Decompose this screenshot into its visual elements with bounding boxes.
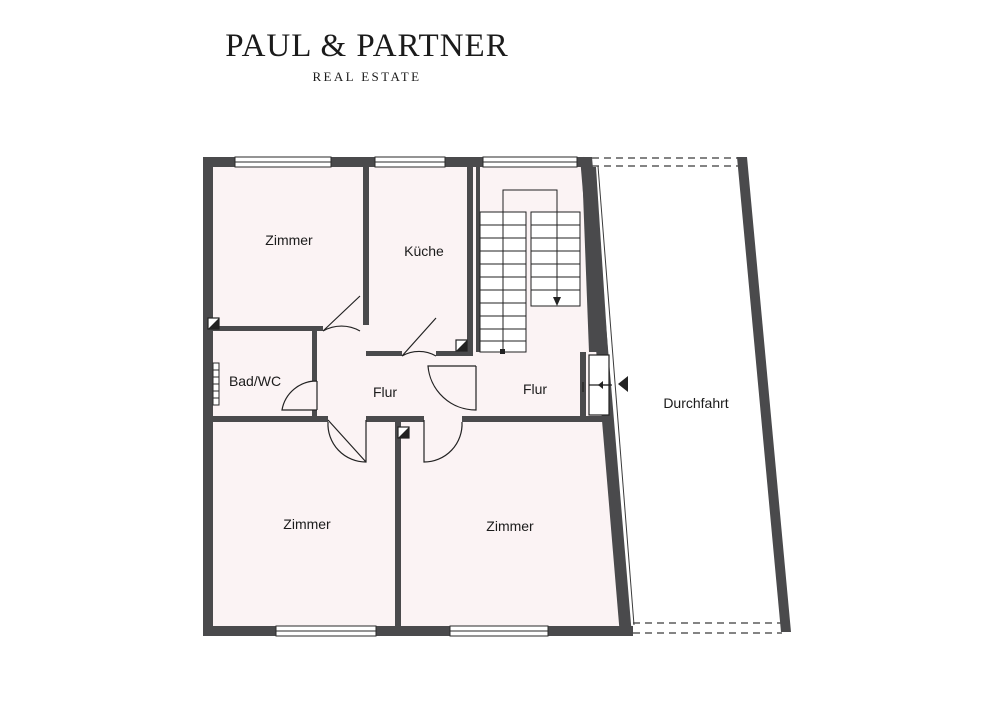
brand-name: PAUL & PARTNER [225, 28, 508, 64]
room-label-flur-left: Flur [373, 384, 397, 400]
room-label-zimmer-bottom-right: Zimmer [486, 518, 534, 534]
door-bad [281, 380, 318, 411]
wall-bad-flur-low [312, 410, 317, 416]
shaft-icon [455, 339, 468, 352]
wall-bad-flur [312, 331, 317, 381]
entrance-small-arrow-icon [598, 381, 603, 389]
room-label-durchfahrt: Durchfahrt [663, 395, 728, 411]
door-zimmer-bottom-left [327, 419, 367, 463]
door-zimmer-top-left [322, 295, 361, 332]
wall-flur-bottom-c [462, 416, 604, 422]
room-label-zimmer-top-left: Zimmer [265, 232, 313, 248]
staircase [479, 189, 581, 354]
wall-zimmer-bad [213, 326, 323, 331]
entrance-arrow-icon [618, 376, 628, 392]
wall-zimmer-kueche [363, 167, 369, 325]
shaft-markers [207, 317, 468, 439]
wall-flur-bottom-b [366, 416, 424, 422]
windows [212, 156, 578, 637]
brand-tagline: REAL ESTATE [312, 69, 421, 84]
wall-bottom [203, 626, 633, 636]
door-zimmer-bottom-right [423, 420, 463, 463]
durchfahrt-inner-edge [597, 165, 635, 626]
room-label-zimmer-bottom-left: Zimmer [283, 516, 331, 532]
shaft-icon [397, 426, 410, 439]
durchfahrt-outer-wall [737, 157, 791, 632]
stair-start-dot [500, 349, 505, 354]
wall-left [203, 157, 213, 636]
entrance-arrows [598, 376, 628, 392]
wall-kueche-bottom-right [436, 351, 471, 356]
wall-kueche-stairs [467, 167, 473, 356]
room-label-kueche: Küche [404, 243, 444, 259]
wall-stair-left [476, 167, 480, 352]
stair-arrow-icon [553, 297, 561, 306]
wall-flur-bottom-a [213, 416, 328, 422]
wall-kueche-bottom [366, 351, 402, 356]
room-label-bad-wc: Bad/WC [229, 373, 281, 389]
room-labels: Zimmer Küche Bad/WC Flur Flur Zimmer Zim… [229, 232, 729, 534]
door-kueche [401, 317, 437, 357]
wall-lower-divider [395, 422, 401, 626]
room-label-flur-right: Flur [523, 381, 547, 397]
door-flur-right [427, 365, 477, 411]
durchfahrt-area [592, 157, 782, 634]
shaft-icon [207, 317, 220, 330]
stair-run-right [530, 211, 581, 307]
wall-stair-right [582, 167, 608, 352]
stair-direction-line [502, 189, 558, 352]
